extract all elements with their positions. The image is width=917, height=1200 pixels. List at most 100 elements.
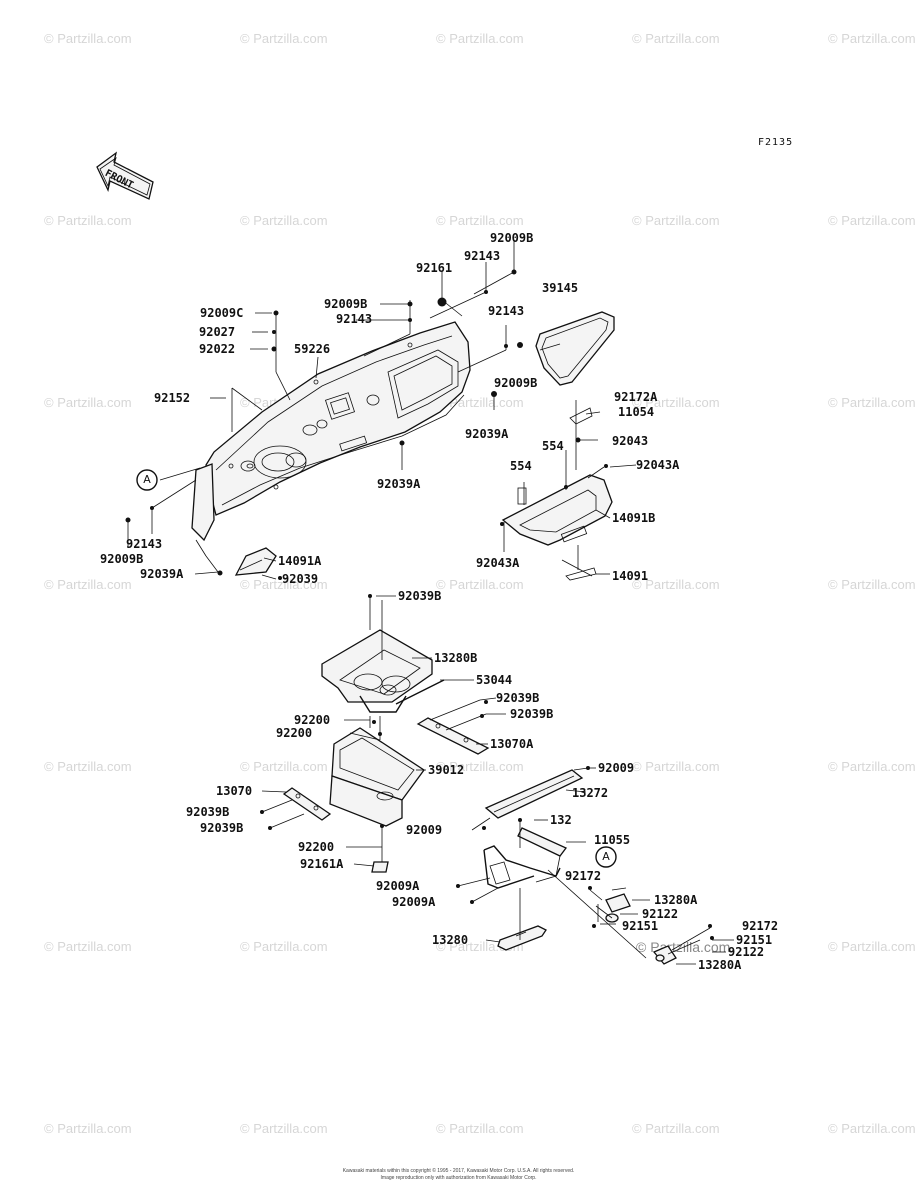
callout-letter: A [143, 473, 151, 486]
watermark: © Partzilla.com [44, 759, 132, 774]
part-label: 92039 [282, 572, 319, 586]
part-label: 92122 [642, 907, 679, 921]
copyright-line: Kawasaki materials within this copyright… [342, 1168, 575, 1174]
watermark: © Partzilla.com [436, 759, 524, 774]
part-label: 92152 [154, 391, 191, 405]
part-label: 92143 [488, 304, 525, 318]
watermark: © Partzilla.com [828, 939, 916, 954]
part-label: 92122 [728, 945, 765, 959]
parts-13280a [605, 893, 677, 965]
watermark: © Partzilla.com [240, 577, 328, 592]
part-label: 92009A [392, 895, 436, 909]
watermark: © Partzilla.com [44, 577, 132, 592]
bracket-13280 [497, 925, 547, 951]
part-label: 13070 [216, 784, 253, 798]
part-label: 92151 [622, 919, 659, 933]
watermark: © Partzilla.com [632, 759, 720, 774]
part-label: 554 [542, 439, 564, 453]
watermark: © Partzilla.com [436, 31, 524, 46]
watermark: © Partzilla.com [436, 213, 524, 228]
part-label: 53044 [476, 673, 513, 687]
storage-box [329, 727, 425, 827]
front-arrow-icon [96, 151, 154, 200]
dashboard-panel [205, 321, 471, 516]
part-label: 13070A [490, 737, 534, 751]
part-label: 13272 [572, 786, 609, 800]
watermark: © Partzilla.com [240, 1121, 328, 1136]
watermark: © Partzilla.com [828, 395, 916, 410]
part-label: 92009B [494, 376, 538, 390]
plate-13272 [484, 769, 584, 819]
frame-132 [483, 827, 568, 889]
part-label: 92022 [199, 342, 236, 356]
part-label: 92009B [490, 231, 534, 245]
watermark: © Partzilla.com [44, 1121, 132, 1136]
watermark: © Partzilla.com [828, 577, 916, 592]
callout-circle [595, 846, 617, 868]
part-label: 92009 [598, 761, 635, 775]
copyright-line-2: Image reproduction only with authorizati… [380, 1175, 537, 1181]
watermark: © Partzilla.com [828, 213, 916, 228]
watermark: © Partzilla.com [44, 395, 132, 410]
cup-holder [321, 629, 433, 713]
part-label: 92043 [612, 434, 649, 448]
part-label: 132 [550, 813, 572, 827]
watermark: © Partzilla.com [828, 31, 916, 46]
part-label: 92039B [200, 821, 244, 835]
watermark: © Partzilla.com [240, 939, 328, 954]
part-label: 92039A [377, 477, 421, 491]
part-label: 92143 [464, 249, 501, 263]
part-label: 92043A [476, 556, 520, 570]
part-label: 92161 [416, 261, 453, 275]
callout-letter: A [602, 850, 610, 863]
part-label: 92039B [398, 589, 442, 603]
watermark: © Partzilla.com [828, 1121, 916, 1136]
watermark: © Partzilla.com [44, 31, 132, 46]
watermark: © Partzilla.com [436, 1121, 524, 1136]
part-label: 92151 [736, 933, 773, 947]
part-label: 92200 [294, 713, 331, 727]
part-label: 92039A [140, 567, 184, 581]
part-label: 11055 [594, 833, 631, 847]
part-label: 92009C [200, 306, 244, 320]
watermark: © Partzilla.com [240, 213, 328, 228]
center-tray [501, 407, 613, 581]
part-label: 39012 [428, 763, 465, 777]
part-label: 39145 [542, 281, 579, 295]
figure-code: F2135 [758, 137, 794, 148]
part-label: 92200 [298, 840, 335, 854]
part-label: 13280A [654, 893, 698, 907]
part-label: 14091 [612, 569, 649, 583]
part-label: 554 [510, 459, 532, 473]
watermark: © Partzilla.com [44, 213, 132, 228]
part-label: 92143 [336, 312, 373, 326]
bracket-13070a [416, 717, 490, 755]
watermark: © Partzilla.com [632, 31, 720, 46]
part-label: 14091B [612, 511, 656, 525]
left-side-trim [191, 463, 277, 576]
part-label: 92039B [496, 691, 540, 705]
part-label: 92009B [100, 552, 144, 566]
part-label: 92172 [565, 869, 602, 883]
part-label: 92027 [199, 325, 236, 339]
fastener-dots [125, 269, 714, 940]
part-label: 92009 [406, 823, 443, 837]
part-label: 92039A [465, 427, 509, 441]
part-label: 92043A [636, 458, 680, 472]
watermark: © Partzilla.com [632, 577, 720, 592]
part-label: 92009A [376, 879, 420, 893]
part-label: 92200 [276, 726, 313, 740]
part-label: 13280A [698, 958, 742, 972]
glovebox-lid [535, 311, 615, 386]
part-label: 92172 [742, 919, 779, 933]
callout-circle [136, 469, 158, 491]
watermark: © Partzilla.com [436, 395, 524, 410]
watermark: © Partzilla.com [828, 759, 916, 774]
part-label: 11054 [618, 405, 655, 419]
part-label: 14091A [278, 554, 322, 568]
watermark: © Partzilla.com [240, 759, 328, 774]
part-label: 92039B [510, 707, 554, 721]
bracket-13070 [282, 787, 332, 821]
watermark: © Partzilla.com [632, 395, 720, 410]
guide-lines [127, 241, 711, 959]
